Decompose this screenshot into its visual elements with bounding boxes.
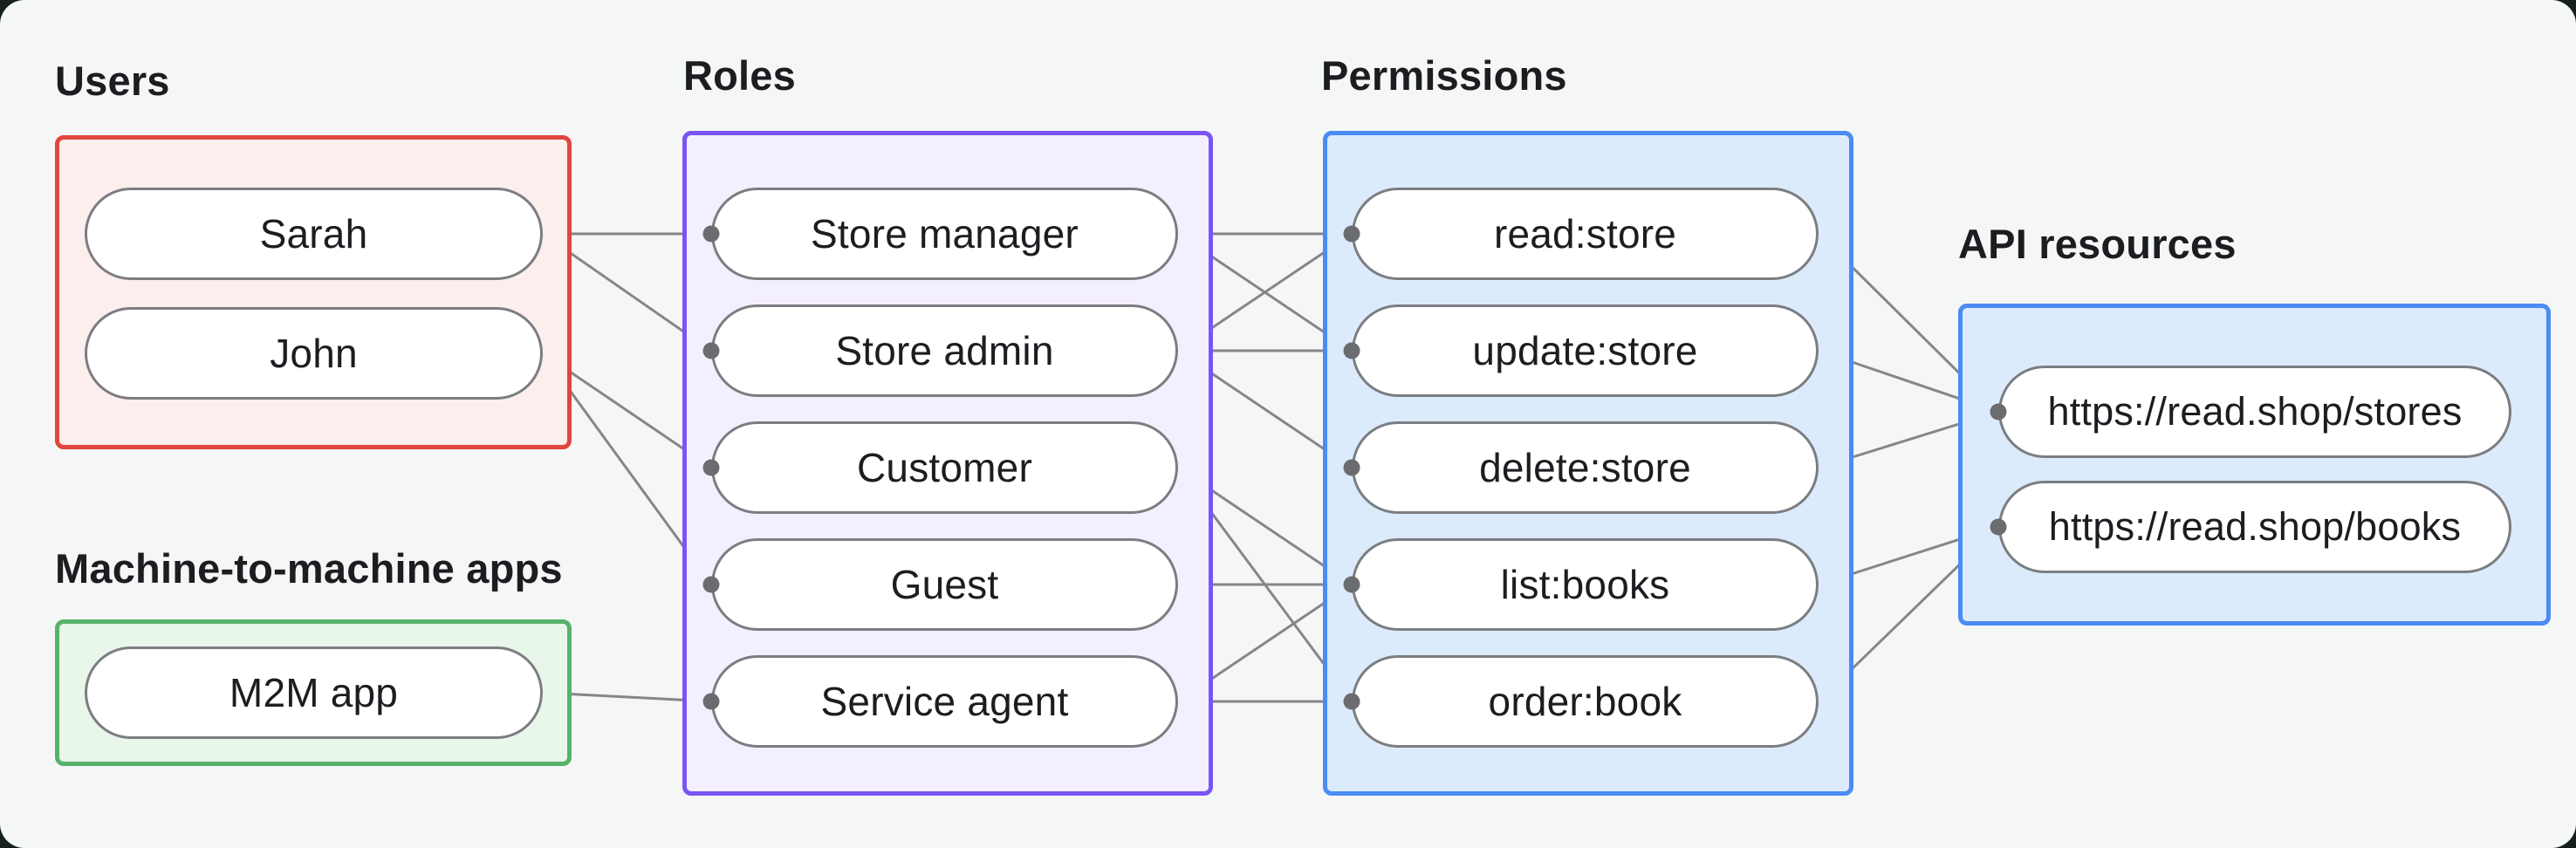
node-label: Sarah [259, 211, 368, 256]
node-label: https://read.shop/books [2048, 504, 2462, 549]
permission-node-list-books: list:books [1352, 538, 1819, 631]
permission-node-update-store: update:store [1352, 304, 1819, 397]
api-resource-node-books: https://read.shop/books [1998, 481, 2511, 573]
user-node-sarah: Sarah [85, 188, 543, 280]
role-node-service-agent: Service agent [711, 655, 1178, 748]
role-node-customer: Customer [711, 421, 1178, 514]
node-label: update:store [1472, 328, 1698, 373]
roles-group-label: Roles [683, 52, 796, 99]
permissions-group-label: Permissions [1321, 52, 1567, 99]
api-resource-node-stores: https://read.shop/stores [1998, 366, 2511, 458]
node-label: M2M app [229, 670, 399, 715]
node-label: Customer [857, 445, 1032, 490]
permission-node-read-store: read:store [1352, 188, 1819, 280]
api-resources-group-box [1958, 304, 2551, 626]
node-label: Store admin [835, 328, 1054, 373]
node-label: Store manager [811, 211, 1079, 256]
node-label: delete:store [1479, 445, 1691, 490]
role-node-store-admin: Store admin [711, 304, 1178, 397]
role-node-guest: Guest [711, 538, 1178, 631]
user-node-john: John [85, 307, 543, 400]
node-label: order:book [1488, 679, 1682, 724]
node-label: read:store [1493, 211, 1677, 256]
node-label: Service agent [820, 679, 1069, 724]
users-group-label: Users [55, 58, 170, 104]
node-label: Guest [890, 562, 999, 607]
permission-node-order-book: order:book [1352, 655, 1819, 748]
node-label: John [270, 331, 358, 376]
role-node-store-manager: Store manager [711, 188, 1178, 280]
node-label: https://read.shop/stores [2047, 389, 2463, 434]
api-resources-group-label: API resources [1958, 221, 2237, 267]
m2m-app-node: M2M app [85, 646, 543, 739]
users-group-box [55, 135, 572, 449]
machine-to-machine-group-label: Machine-to-machine apps [55, 545, 563, 592]
permission-node-delete-store: delete:store [1352, 421, 1819, 514]
node-label: list:books [1500, 562, 1670, 607]
